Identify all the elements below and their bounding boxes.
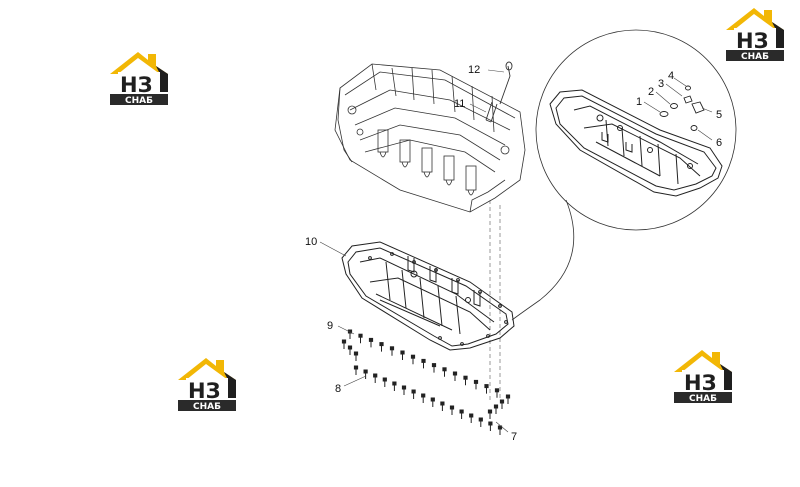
bolt	[478, 417, 483, 427]
bolt	[452, 371, 458, 381]
watermark-word: СНАБ	[125, 96, 153, 106]
watermark-letters: НЗ	[684, 371, 717, 395]
part-2-washer	[670, 103, 678, 109]
callout-3: 3	[658, 78, 664, 90]
bolt	[373, 373, 378, 383]
detail-parts	[659, 85, 705, 131]
bolt	[379, 342, 384, 352]
bolt	[487, 409, 493, 419]
watermark-logo: НЗ СНАБ	[672, 346, 734, 409]
bolt	[401, 385, 407, 395]
bolt-row-9	[341, 329, 500, 398]
callout-2: 2	[648, 86, 654, 98]
bolt	[411, 389, 416, 399]
watermark-logo-mark: НЗ СНАБ	[726, 8, 784, 62]
bolt-row-8	[353, 365, 511, 435]
bolt	[505, 394, 511, 404]
bolt	[493, 404, 499, 414]
bolt	[421, 393, 426, 403]
watermark-letters: НЗ	[120, 73, 153, 97]
bolt	[347, 345, 353, 355]
oil-pan	[341, 241, 515, 351]
engine-block	[334, 63, 526, 213]
bolt	[497, 425, 503, 435]
watermark-letters: НЗ	[188, 379, 221, 403]
bolt	[389, 346, 395, 356]
dipstick-tube	[485, 101, 498, 123]
bolt	[440, 401, 445, 411]
detail-oil-pan	[549, 89, 723, 197]
assembly-guide-lines	[489, 200, 501, 400]
leader-lines	[319, 69, 713, 433]
watermark-logo: НЗ СНАБ	[108, 48, 170, 111]
callout-5: 5	[716, 109, 722, 121]
callout-4: 4	[668, 70, 674, 82]
part-1-gasket	[659, 111, 669, 117]
watermark-word: СНАБ	[193, 402, 221, 412]
bolt	[431, 363, 437, 373]
callout-12: 12	[468, 64, 480, 76]
bolt	[421, 358, 426, 369]
bolt	[459, 409, 464, 419]
bolt	[368, 337, 374, 348]
bolt	[499, 399, 505, 409]
bolt	[442, 367, 447, 377]
callout-10: 10	[305, 236, 317, 248]
callout-7: 7	[511, 431, 517, 443]
bolt	[494, 388, 500, 398]
callout-labels: 12 11 10 9 8 7 1 2 3 4 5 6	[305, 64, 722, 443]
bolt	[353, 351, 359, 361]
bolt	[469, 413, 474, 423]
watermark-logo-mark: НЗ СНАБ	[110, 52, 168, 106]
bolt	[484, 384, 489, 394]
watermark-logo: НЗ СНАБ	[724, 4, 786, 67]
callout-8: 8	[335, 383, 341, 395]
part-4-seal	[685, 85, 691, 91]
bolt	[430, 397, 435, 407]
bolt	[341, 339, 347, 349]
bolt	[400, 350, 405, 360]
part-5-plug	[691, 101, 705, 114]
callout-11: 11	[454, 98, 465, 110]
part-6-seal	[690, 125, 698, 131]
bolt	[353, 365, 359, 375]
watermark-logo-mark: НЗ СНАБ	[178, 358, 236, 412]
bolt	[382, 377, 387, 387]
bolt	[358, 333, 363, 344]
bolt	[363, 369, 368, 379]
watermark-word: СНАБ	[689, 394, 717, 404]
bolt	[463, 375, 468, 386]
bolt	[410, 354, 416, 365]
watermark-logo-mark: НЗ СНАБ	[674, 350, 732, 404]
watermark-word: СНАБ	[741, 52, 769, 62]
watermark-logo: НЗ СНАБ	[176, 354, 238, 417]
bolt	[449, 405, 455, 415]
bolt	[392, 381, 397, 391]
callout-9: 9	[327, 320, 333, 332]
bolt	[488, 421, 493, 431]
part-3-plug	[683, 95, 693, 104]
dipstick	[499, 61, 513, 105]
callout-1: 1	[636, 96, 642, 108]
callout-6: 6	[716, 137, 722, 149]
watermark-letters: НЗ	[736, 29, 769, 53]
bolt	[473, 379, 479, 390]
detail-magnifier	[511, 29, 737, 321]
